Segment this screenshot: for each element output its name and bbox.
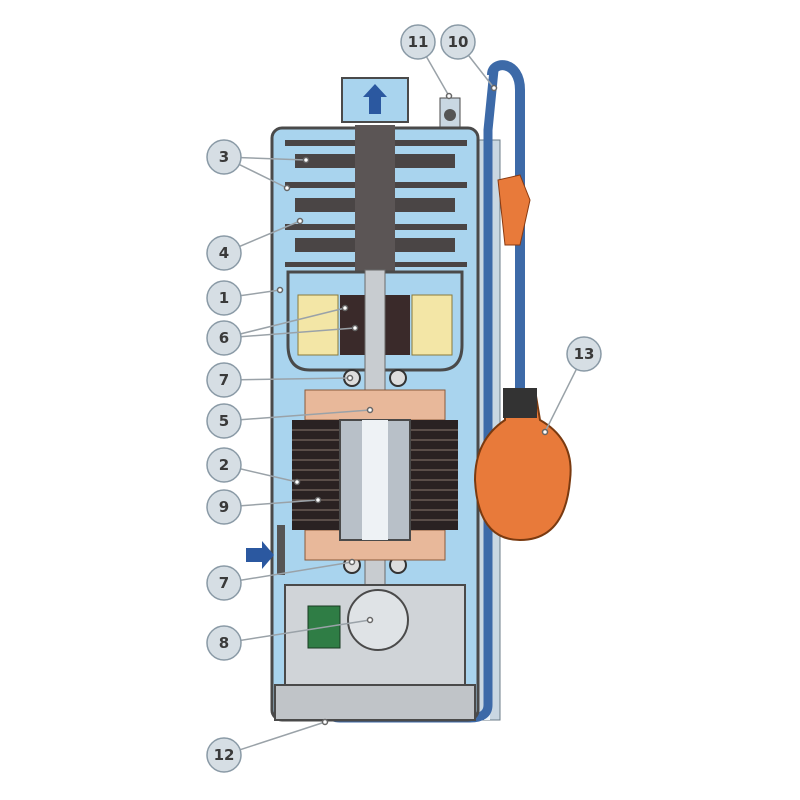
arrow-up-icon [363,84,387,114]
callout-circle [206,280,242,316]
callout-2: 2 [206,447,242,483]
callout-5: 5 [206,403,242,439]
leader-dot [283,184,291,192]
callout-circle [206,235,242,271]
leader-dot [321,718,329,726]
callout-circle [206,139,242,175]
callout-9: 9 [206,489,242,525]
leader-dot [445,92,453,100]
callout-label: 5 [219,412,229,430]
callout-label: 2 [219,456,229,474]
capacitor-can [347,589,409,651]
callout-circle [206,447,242,483]
callout-circle [206,403,242,439]
callout-label: 8 [219,634,229,652]
leader-dot [366,616,374,624]
callout-circle [440,24,476,60]
callout-label: 4 [219,244,229,262]
callout-label: 3 [219,148,229,166]
cable-clamp [497,174,531,246]
callout-circle [206,362,242,398]
callout-label: 13 [574,345,595,363]
callout-circle [206,737,242,773]
callout-label: 10 [448,33,469,51]
callout-13: 13 [566,336,602,372]
callout-4: 4 [206,235,242,271]
callout-circle [206,565,242,601]
leader-dot [276,286,284,294]
callout-label: 9 [219,498,229,516]
callout-7: 7 [206,565,242,601]
callout-label: 6 [219,329,229,347]
leader-line [223,561,353,584]
leader-dot [293,478,301,486]
callout-label: 11 [408,33,429,51]
callout-8: 8 [206,625,242,661]
leader-dot [366,406,374,414]
callout-12: 12 [206,737,242,773]
callout-3: 3 [206,139,242,175]
leader-line [223,409,371,422]
callout-circle [206,625,242,661]
leader-dot [541,428,549,436]
callout-label: 12 [214,746,235,764]
callout-label: 1 [219,289,229,307]
callout-circle [206,489,242,525]
leader-line [223,307,346,339]
leader-dot [490,84,498,92]
callout-6: 6 [206,320,242,356]
callout-11: 11 [400,24,436,60]
callout-circle [566,336,602,372]
leader-dot [314,496,322,504]
callout-circle [206,320,242,356]
stator-winding [304,389,446,421]
leader-dot [348,558,356,566]
arrow-right-icon [246,541,274,569]
callout-label: 7 [219,371,229,389]
callout-1: 1 [206,280,242,316]
leader-line [223,327,356,339]
callout-7: 7 [206,362,242,398]
callout-10: 10 [440,24,476,60]
leader-line [223,377,351,381]
impeller-stages [285,125,467,275]
leader-line [223,619,371,644]
leader-dot [351,324,359,332]
capacitor [307,605,341,649]
callouts: 11 10 3 4 1 6 7 5 2 9 7 8 12 13 [206,24,602,773]
leader-dot [296,217,304,225]
leader-dot [346,374,354,382]
callout-label: 7 [219,574,229,592]
leader-dot [341,304,349,312]
leader-dot [302,156,310,164]
callout-circle [400,24,436,60]
